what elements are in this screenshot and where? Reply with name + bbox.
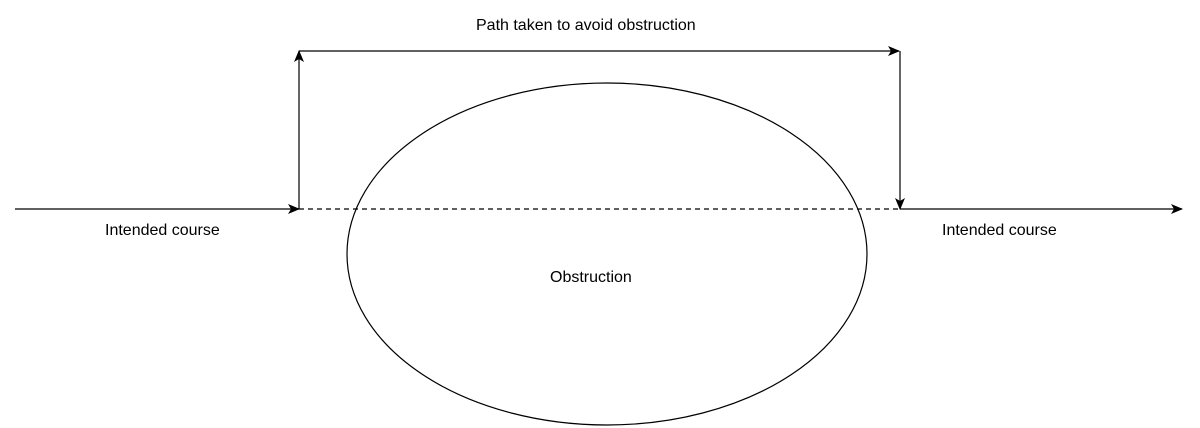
intended-course-right-label: Intended course xyxy=(942,222,1057,239)
obstruction-label: Obstruction xyxy=(550,269,632,286)
path-taken-label: Path taken to avoid obstruction xyxy=(476,17,696,34)
intended-course-left-label: Intended course xyxy=(105,222,220,239)
obstruction-ellipse xyxy=(346,82,868,426)
